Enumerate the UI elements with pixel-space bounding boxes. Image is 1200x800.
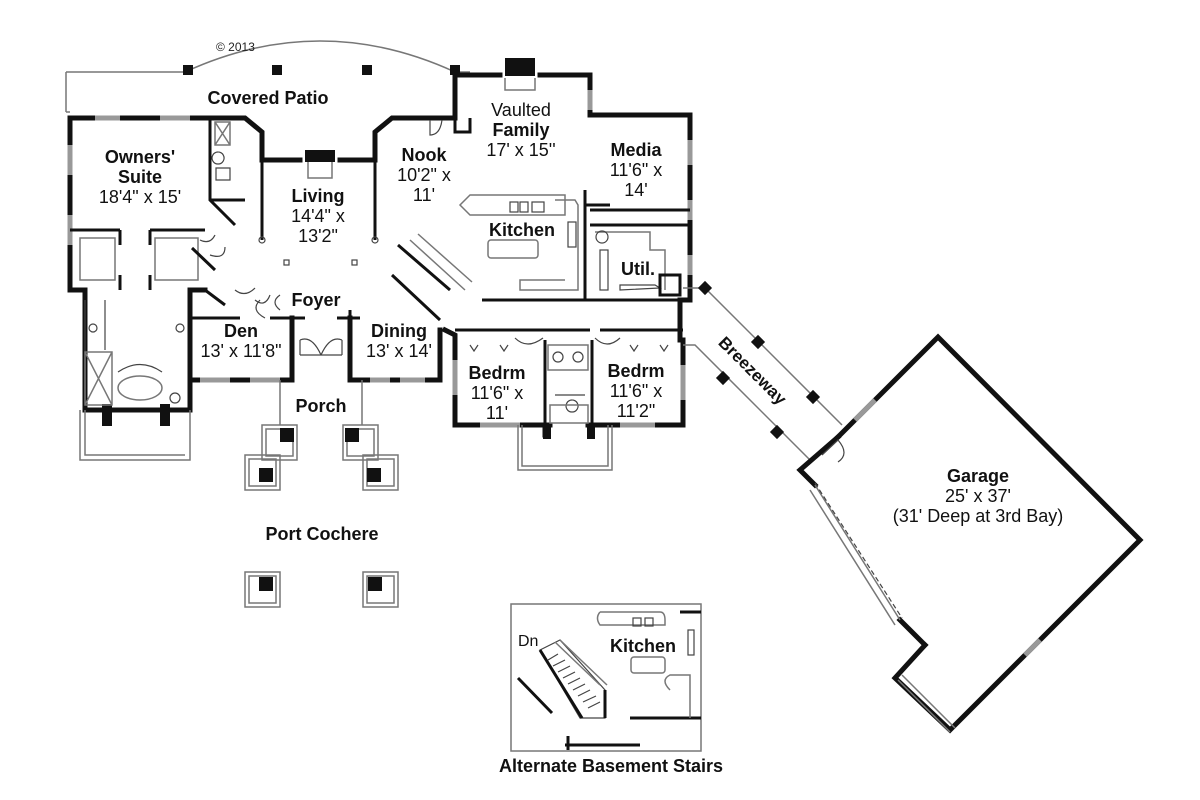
- stairs-down-label: Dn: [518, 633, 539, 650]
- room-dimensions-line2: 13'2": [298, 226, 338, 247]
- garage-outline: [796, 333, 1144, 734]
- room-dimensions-line2: 11': [412, 185, 436, 206]
- inset-kitchen-label: Kitchen: [610, 636, 676, 656]
- room-dimensions: 17' x 15'': [486, 140, 556, 161]
- room-name-line2: Family: [492, 120, 550, 141]
- room-name: Bedrm: [468, 363, 526, 383]
- room-porch: Porch: [295, 396, 346, 416]
- room-media: Media 11'6" x 14': [610, 140, 663, 200]
- inset-title: Alternate Basement Stairs: [499, 756, 723, 776]
- room-note: (31' Deep at 3rd Bay): [892, 506, 1064, 527]
- room-dimensions: 25' x 37': [945, 486, 1011, 507]
- room-dimensions: 13' x 14': [366, 341, 432, 362]
- room-dimensions-line2: 11': [485, 403, 509, 424]
- room-vaulted-family: Vaulted Family 17' x 15'': [486, 100, 555, 160]
- room-name: Kitchen: [488, 220, 556, 240]
- room-bedroom-2: Bedrm 11'6" x 11'2": [607, 361, 664, 421]
- room-dimensions-line2: 14': [624, 180, 648, 201]
- room-dimensions-line1: 10'2" x: [397, 165, 451, 186]
- room-living: Living 14'4" x 13'2": [291, 186, 345, 246]
- room-name: Dining: [370, 321, 427, 341]
- room-name: Media: [610, 140, 662, 160]
- room-dimensions-line1: 11'6" x: [609, 381, 663, 402]
- room-dimensions-line1: 11'6" x: [609, 160, 663, 181]
- room-garage: Garage 25' x 37' (31' Deep at 3rd Bay): [893, 466, 1064, 526]
- inset-title-text: Alternate Basement Stairs: [498, 756, 724, 776]
- room-dimensions-line1: 11'6" x: [470, 383, 524, 404]
- room-owners-suite: Owners' Suite 18'4" x 15': [99, 147, 181, 207]
- room-name: Covered Patio: [207, 88, 329, 108]
- room-dimensions-line2: 11'2": [616, 401, 656, 422]
- room-foyer: Foyer: [291, 290, 340, 310]
- copyright-notice: © 2013: [216, 40, 255, 54]
- breezeway-outline: [683, 280, 843, 463]
- room-name-line1: Vaulted: [491, 100, 551, 120]
- room-util: Util.: [621, 259, 655, 279]
- room-name: Foyer: [291, 290, 341, 310]
- exterior-walls: [67, 58, 693, 471]
- room-bedroom-1: Bedrm 11'6" x 11': [468, 363, 525, 423]
- room-nook: Nook 10'2" x 11': [397, 145, 451, 205]
- room-name: Nook: [401, 145, 447, 165]
- room-port-cochere: Port Cochere: [265, 524, 378, 544]
- room-dimensions: 13' x 11'8": [200, 341, 282, 362]
- room-name-line1: Owners': [104, 147, 176, 167]
- room-dimensions: 18'4" x 15': [98, 187, 182, 208]
- room-den: Den 13' x 11'8": [201, 321, 282, 361]
- room-name-line2: Suite: [117, 167, 163, 188]
- room-dining: Dining 13' x 14': [366, 321, 432, 361]
- room-kitchen: Kitchen: [489, 220, 555, 240]
- room-name: Bedrm: [607, 361, 665, 381]
- room-name: Kitchen: [609, 636, 677, 656]
- room-covered-patio: Covered Patio: [207, 88, 328, 108]
- interior-walls: [70, 118, 690, 425]
- porch-columns: [244, 380, 399, 608]
- room-name: Util.: [621, 259, 655, 279]
- room-name: Living: [291, 186, 345, 206]
- inset-outline: [510, 603, 702, 752]
- room-name: Port Cochere: [265, 524, 379, 544]
- room-name: Garage: [946, 466, 1010, 486]
- room-dimensions-line1: 14'4" x: [291, 206, 345, 227]
- room-name: Den: [223, 321, 259, 341]
- room-name: Porch: [295, 396, 347, 416]
